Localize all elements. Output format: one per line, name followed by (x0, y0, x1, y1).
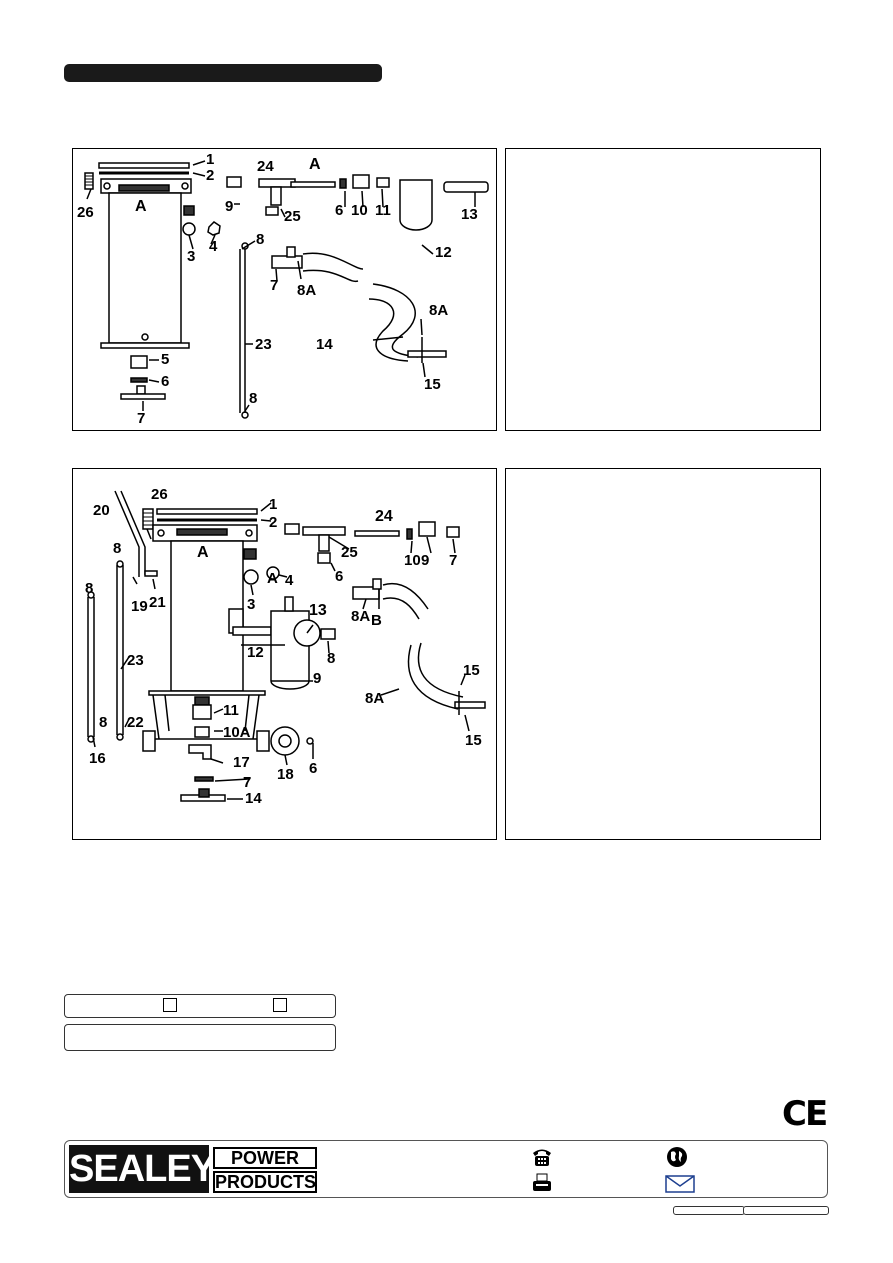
email-icon (665, 1175, 695, 1193)
part-label: 8A (429, 302, 448, 319)
part-label: B (371, 612, 382, 629)
description-panel-2 (505, 468, 821, 840)
part-label: 21 (149, 594, 166, 611)
part-label: 24 (375, 508, 393, 525)
part-label: 20 (93, 502, 110, 519)
part-label: 10 (404, 552, 421, 569)
part-label: 11 (375, 202, 391, 219)
part-label: 14 (316, 336, 333, 353)
section-title-bar (64, 64, 382, 82)
parts-diagram-1-drawing: 1 2 26 A 3 4 9 24 25 A 6 10 11 12 13 8 7… (77, 151, 489, 427)
part-label: 8 (256, 231, 264, 248)
parts-diagram-1: 1 2 26 A 3 4 9 24 25 A 6 10 11 12 13 8 7… (72, 148, 497, 431)
part-label: 10A (223, 724, 251, 741)
power-products-logo: POWER PRODUCTS (213, 1145, 317, 1193)
description-panel-1 (505, 148, 821, 431)
reference-box-right (743, 1206, 829, 1215)
globe-icon (667, 1147, 687, 1167)
part-label: 9 (313, 670, 321, 687)
part-label: A (197, 544, 209, 561)
part-label: 13 (309, 602, 327, 619)
part-label: 11 (223, 702, 239, 719)
part-label: 26 (77, 204, 94, 221)
part-label: 25 (284, 208, 301, 225)
part-label: 12 (247, 644, 264, 661)
parts-diagram-2-drawing: 20 26 1 2 A 8 8 19 21 3 4 23 A 24 25 6 1… (85, 486, 486, 807)
part-label: 1 (206, 151, 214, 168)
part-label: 8 (327, 650, 335, 667)
part-label: 5 (161, 351, 169, 368)
part-label: 15 (463, 662, 480, 679)
part-label: 8 (113, 540, 121, 557)
part-label: 8A (365, 690, 384, 707)
part-label: 23 (127, 652, 144, 669)
part-label: A (267, 570, 278, 587)
part-label: 14 (245, 790, 262, 807)
part-label: 13 (461, 206, 478, 223)
part-label: 25 (341, 544, 358, 561)
fax-icon (533, 1173, 551, 1191)
parts-diagram-2: 20 26 1 2 A 8 8 19 21 3 4 23 A 24 25 6 1… (72, 468, 497, 840)
checkbox-2[interactable] (273, 998, 287, 1012)
part-label: 8 (99, 714, 107, 731)
part-label: 4 (209, 238, 218, 255)
part-label: 2 (269, 514, 277, 531)
part-label: 18 (277, 766, 294, 783)
part-label: 1 (269, 496, 277, 513)
telephone-icon (533, 1149, 551, 1166)
products-logo-text: PRODUCTS (213, 1171, 317, 1193)
part-label: 26 (151, 486, 168, 503)
reference-box-left (673, 1206, 745, 1215)
part-label: 17 (233, 754, 250, 771)
part-label: A (309, 156, 321, 173)
part-label: A (135, 198, 147, 215)
part-label: 6 (161, 373, 169, 390)
part-label: 2 (206, 167, 214, 184)
part-label: 3 (187, 248, 195, 265)
part-label: 15 (424, 376, 441, 393)
part-label: 16 (89, 750, 106, 767)
footer-bar: SEALEY POWER PRODUCTS (64, 1140, 828, 1198)
power-logo-text: POWER (213, 1147, 317, 1169)
part-label: 22 (127, 714, 144, 731)
part-label: 15 (465, 732, 482, 749)
part-label: 12 (435, 244, 452, 261)
checkbox-1[interactable] (163, 998, 177, 1012)
part-label: 10 (351, 202, 368, 219)
part-label: 9 (225, 198, 233, 215)
sealey-logo: SEALEY (69, 1145, 216, 1193)
part-label: 7 (243, 774, 251, 791)
declaration-box (64, 994, 336, 1018)
part-label: 6 (335, 568, 343, 585)
info-box (64, 1024, 336, 1051)
part-label: 8 (249, 390, 257, 407)
part-label: 6 (335, 202, 343, 219)
part-label: 8A (297, 282, 316, 299)
part-label: 8A (351, 608, 370, 625)
part-label: 3 (247, 596, 255, 613)
part-label: 7 (449, 552, 457, 569)
part-label: 9 (421, 552, 429, 569)
part-label: 8 (85, 580, 93, 597)
part-label: 24 (257, 158, 274, 175)
part-label: 7 (270, 277, 278, 294)
part-label: 4 (285, 572, 294, 589)
part-label: 7 (137, 410, 145, 427)
part-label: 23 (255, 336, 272, 353)
part-label: 6 (309, 760, 317, 777)
ce-mark: CE (782, 1094, 828, 1134)
part-label: 19 (131, 598, 148, 615)
